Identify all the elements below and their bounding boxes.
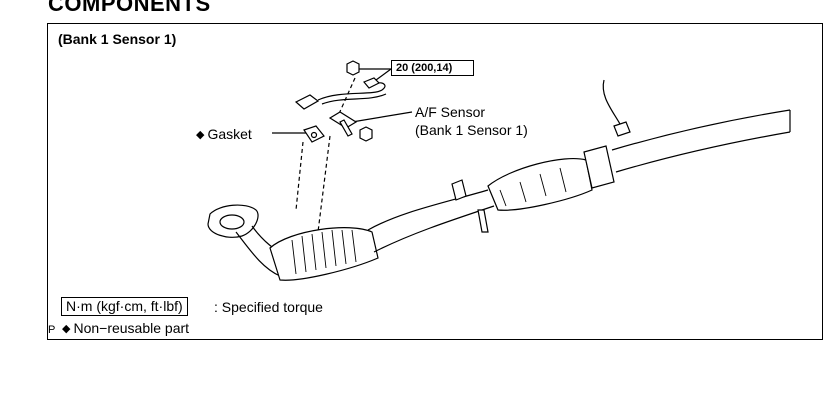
non-reusable-legend: ◆Non−reusable part	[62, 320, 189, 336]
af-sensor-body	[339, 119, 353, 137]
torque-unit-legend: N·m (kgf·cm, ft·lbf)	[61, 297, 188, 316]
rear-pipe	[615, 131, 791, 173]
middle-pipe	[373, 205, 495, 253]
non-reusable-diamond-icon: ◆	[196, 129, 205, 141]
af-sensor-label: A/F Sensor	[415, 104, 486, 120]
front-pipe	[235, 231, 281, 277]
nut-shape	[359, 126, 373, 142]
rear-sensor-wire	[602, 79, 621, 125]
converter-ribs	[499, 167, 567, 207]
assembly-dash-line	[317, 135, 331, 233]
non-reusable-diamond-icon: ◆	[62, 323, 71, 335]
connector-shape	[294, 94, 320, 110]
nut-shape	[346, 60, 360, 76]
torque-callout: 20 (200,14)	[391, 60, 474, 76]
converter-ribs	[291, 229, 357, 275]
rear-pipe	[611, 109, 791, 151]
rear-converter	[487, 158, 593, 211]
p-mark: P	[48, 324, 56, 336]
gasket-label-text: Gasket	[207, 126, 252, 142]
diagram-frame	[47, 23, 823, 340]
sensor-wire	[317, 82, 386, 101]
sensor-leader-line	[351, 111, 413, 123]
front-flange	[207, 204, 259, 238]
hanger-bracket	[451, 179, 489, 233]
torque-desc-legend: : Specified torque	[214, 299, 323, 315]
diagram-subtitle: (Bank 1 Sensor 1)	[58, 31, 177, 47]
page-heading: COMPONENTS	[48, 0, 211, 16]
flange-opening	[219, 214, 245, 230]
torque-leader-line	[375, 68, 392, 81]
rear-sensor	[613, 121, 631, 137]
af-sensor-sublabel: (Bank 1 Sensor 1)	[415, 122, 528, 138]
assembly-dash-line	[295, 141, 304, 211]
gasket-shape	[303, 125, 325, 143]
sensor-wire	[321, 93, 387, 105]
non-reusable-legend-text: Non−reusable part	[73, 320, 190, 336]
gasket-label: ◆Gasket	[196, 126, 252, 142]
rear-flange	[583, 145, 615, 189]
middle-pipe	[367, 189, 489, 231]
assembly-dash-line	[337, 77, 356, 117]
gasket-hole	[310, 131, 318, 139]
